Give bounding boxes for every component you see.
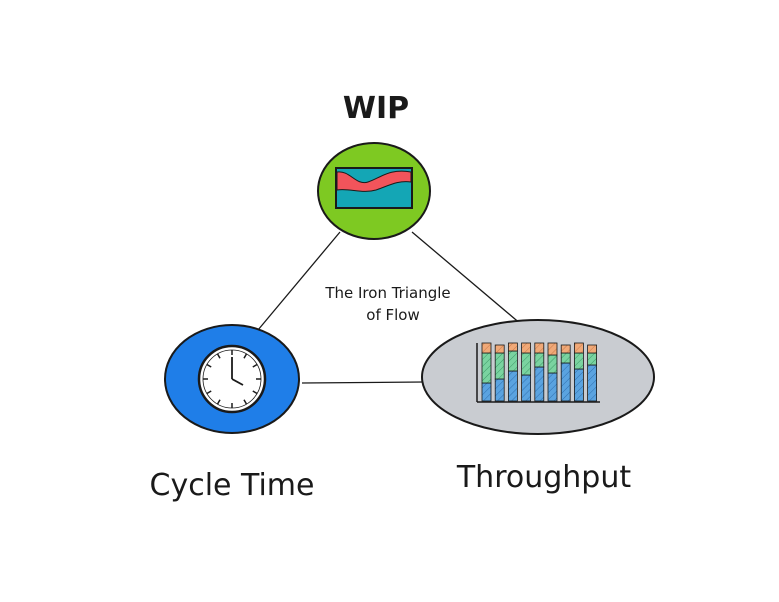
node-cycle-time: Cycle Time	[150, 324, 315, 503]
edge-wip-throughput	[411, 231, 523, 326]
throughput-icon-bar-segment	[574, 342, 584, 354]
center-label-line1: The Iron Triangle	[324, 284, 450, 302]
throughput-icon-bar-segment	[574, 368, 584, 402]
throughput-icon-bar-segment	[587, 364, 597, 402]
throughput-icon-bar-segment	[534, 366, 545, 402]
triangle-edges	[257, 231, 523, 384]
throughput-label: Throughput	[456, 460, 631, 495]
stacked-bar-chart-icon	[476, 342, 600, 403]
throughput-icon-bar-segment	[507, 370, 518, 402]
throughput-icon-bar-segment	[507, 342, 518, 352]
throughput-icon-bar-segment	[547, 354, 558, 374]
node-wip: WIP	[317, 91, 431, 240]
throughput-icon-bar-segment	[494, 378, 505, 402]
throughput-icon-bar-segment	[547, 342, 558, 356]
throughput-icon-bar-segment	[521, 352, 531, 376]
throughput-icon-bar-segment	[560, 352, 571, 364]
edge-cycle-time-throughput	[301, 381, 425, 384]
throughput-icon-bar-segment	[547, 372, 558, 402]
throughput-icon-bar-segment	[521, 374, 531, 402]
throughput-icon-bar-segment	[507, 350, 518, 372]
clock-icon	[197, 344, 267, 414]
center-label-line2: of Flow	[366, 306, 419, 324]
throughput-icon-bar-segment	[587, 352, 597, 366]
throughput-icon-bar-segment	[481, 342, 492, 354]
throughput-icon-bar-segment	[534, 342, 545, 354]
throughput-icon-bar-segment	[534, 352, 545, 368]
edge-wip-cycle-time	[257, 231, 341, 331]
wip-label: WIP	[343, 91, 409, 126]
throughput-icon-bar-segment	[481, 352, 492, 384]
throughput-icon-bar-segment	[494, 352, 505, 380]
throughput-icon-bar-segment	[574, 352, 584, 370]
cycle-time-label: Cycle Time	[150, 468, 315, 503]
throughput-icon-bar-segment	[494, 344, 505, 354]
area-chart-icon	[335, 167, 413, 209]
throughput-icon-bar-segment	[521, 342, 531, 354]
throughput-icon-bar-segment	[560, 344, 571, 354]
node-throughput: Throughput	[421, 319, 655, 495]
throughput-icon-bar-segment	[560, 362, 571, 402]
throughput-icon-bar-segment	[587, 344, 597, 354]
throughput-icon-bar-segment	[481, 382, 492, 402]
